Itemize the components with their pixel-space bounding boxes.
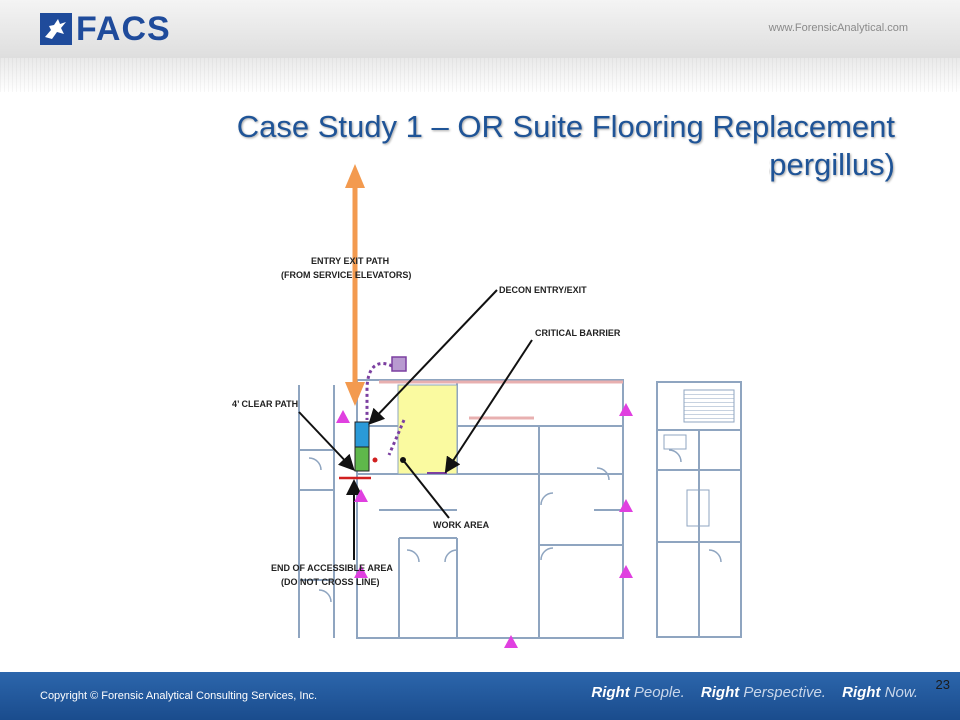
title-line-1: Case Study 1 – OR Suite Flooring Replace… [236,109,895,144]
bird-logo-icon [40,13,72,45]
page-number: 23 [935,677,950,692]
label-critical-barrier: CRITICAL BARRIER [535,328,621,338]
stairs-block [683,389,735,423]
tagline-right-1: Right [591,684,630,701]
marker-triangle [504,635,518,648]
marker-triangle [336,410,350,423]
magenta-markers [336,403,633,648]
work-area-zone [397,384,458,475]
label-from-service-elevators: (FROM SERVICE ELEVATORS) [281,270,411,280]
label-clear-path: 4’ CLEAR PATH [232,399,298,409]
decon-path [365,362,393,420]
work-area-pin [400,457,406,463]
tagline-people: People. [633,684,685,701]
header-band [0,0,960,58]
decon-chamber-blue [354,421,370,448]
tagline-right-2: Right [700,684,740,701]
footer-bar [0,672,960,720]
marker-triangle [354,489,368,502]
desk-block [686,489,710,527]
work-path [387,419,406,456]
label-entry-exit-path: ENTRY EXIT PATH [311,256,389,266]
site-url[interactable]: www.ForensicAnalytical.com [768,22,908,34]
marker-triangle [619,565,633,578]
marker-triangle [619,499,633,512]
label-end-of-accessible-area: END OF ACCESSIBLE AREA [271,563,393,573]
tagline-now: Now. [884,684,918,701]
label-work-area: WORK AREA [433,520,490,530]
entry-exit-arrow [345,164,365,406]
decon-unit-icon [391,356,407,372]
label-do-not-cross: (DO NOT CROSS LINE) [281,577,380,587]
label-decon-entry-exit: DECON ENTRY/EXIT [499,285,587,295]
copyright-text: Copyright © Forensic Analytical Consulti… [40,690,318,702]
floor-plan-svg: ENTRY EXIT PATH (FROM SERVICE ELEVATORS)… [232,164,742,648]
facs-logo: FACS [40,12,171,46]
cabinet-block [663,434,687,450]
work-area-dot [372,457,378,463]
decon-chamber-green [354,446,370,472]
tagline-right-3: Right [842,684,881,701]
floor-plan-diagram: ENTRY EXIT PATH (FROM SERVICE ELEVATORS)… [199,150,769,658]
header-hatch [0,58,960,92]
logo-text: FACS [76,10,171,48]
marker-triangle [619,403,633,416]
door-swings [308,449,722,603]
tagline-perspective: Perspective. [743,684,826,701]
marker-triangle [354,565,368,578]
tagline: Right People. Right Perspective. Right N… [591,684,930,701]
annotation-leaders [298,289,533,560]
